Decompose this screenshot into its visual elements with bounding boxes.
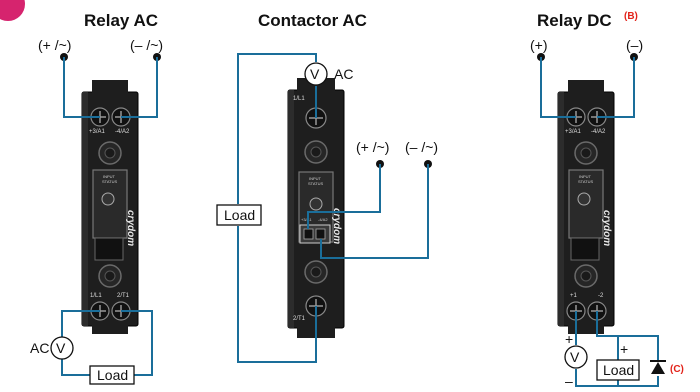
- relay-dc-load-box: [596, 359, 640, 381]
- relay-ac-wire-control-pos: [63, 57, 100, 118]
- relay-dc-terminal-2: -2: [598, 293, 604, 299]
- relay-ac-terminal-2t1: 2/T1: [117, 293, 130, 299]
- contactor-ac-status-line2: STATUS: [308, 181, 324, 186]
- contactor-ac-diagram: 1/L1 INPUT STATUS crydom +3/A1 -4/A2 2/T…: [216, 53, 438, 363]
- title-relay-ac: Relay AC: [84, 11, 158, 30]
- contactor-ac-load-box: [216, 204, 262, 226]
- relay-ac-wire-line: [61, 310, 100, 337]
- relay-ac-source-meter: [50, 336, 74, 360]
- relay-dc-wire-control-neg: [597, 57, 635, 118]
- relay-dc-diode-icon: [650, 360, 666, 374]
- relay-ac-status-line1: INPUT: [103, 174, 116, 179]
- relay-dc-diode-note: (C): [670, 364, 684, 375]
- relay-dc-terminal-1: +1: [570, 293, 578, 299]
- contactor-ac-wire-control-neg: [320, 164, 429, 259]
- relay-dc-terminal-a1: +3/A1: [565, 129, 582, 135]
- relay-dc-input-neg-label: (–): [626, 37, 643, 53]
- relay-ac-load-box: [89, 365, 135, 385]
- contactor-ac-terminal-1l1: 1/L1: [293, 96, 305, 102]
- relay-ac-brand: crydom: [125, 210, 136, 246]
- relay-dc-meter-plus: +: [565, 331, 573, 347]
- relay-ac-meter-symbol: V: [56, 340, 66, 356]
- contactor-ac-source-label: AC: [334, 66, 353, 82]
- contactor-ac-load-label: Load: [224, 207, 255, 223]
- relay-dc-load-label: Load: [603, 362, 634, 378]
- contactor-ac-terminal-2t1: 2/T1: [293, 316, 306, 322]
- relay-ac-wire-source: [61, 359, 90, 376]
- relay-ac-diagram: (+ /~) (– /~) +3/A1 -4/A2 INPUT STATUS c…: [30, 37, 163, 385]
- contactor-ac-source-meter: [304, 62, 328, 86]
- corner-badge: [0, 0, 25, 21]
- relay-ac-terminal-1l1: 1/L1: [90, 293, 102, 299]
- relay-ac-load-label: Load: [97, 367, 128, 383]
- relay-ac-wire-load: [121, 310, 153, 376]
- contactor-ac-terminal-a1: +3/A1: [301, 217, 312, 222]
- relay-dc-status-line1: INPUT: [579, 174, 592, 179]
- contactor-ac-input-neg-label: (– /~): [405, 139, 438, 155]
- relay-dc-source-meter: [564, 345, 588, 369]
- relay-dc-load-plus: +: [620, 341, 628, 357]
- relay-ac-source-label: AC: [30, 340, 49, 356]
- relay-ac-input-neg-label: (– /~): [130, 37, 163, 53]
- contactor-ac-meter-symbol: V: [310, 66, 320, 82]
- relay-dc-brand: crydom: [601, 210, 612, 246]
- contactor-ac-input-pos-label: (+ /~): [356, 139, 389, 155]
- relay-ac-wire-control-neg: [121, 57, 158, 118]
- relay-dc-status-line2: STATUS: [578, 179, 594, 184]
- contactor-ac-brand: crydom: [331, 208, 342, 244]
- relay-ac-input-pos-label: (+ /~): [38, 37, 71, 53]
- contactor-ac-wire-control-pos: [307, 164, 381, 229]
- relay-dc-input-pos-label: (+): [530, 37, 548, 53]
- relay-ac-terminal-a2: -4/A2: [115, 129, 130, 135]
- relay-dc-wire-control-pos: [540, 57, 576, 118]
- relay-dc-note: (B): [624, 11, 638, 22]
- contactor-ac-wire-line: [237, 53, 317, 204]
- title-contactor-ac: Contactor AC: [258, 11, 367, 30]
- contactor-ac-status-line1: INPUT: [309, 176, 322, 181]
- title-relay-dc: Relay DC: [537, 11, 612, 30]
- contactor-ac-wire-load: [237, 226, 317, 363]
- relay-dc-wire-diode: [596, 311, 659, 360]
- relay-dc-diagram: (+) (–) +3/A1 -4/A2 INPUT STATUS crydom …: [530, 37, 684, 389]
- relay-dc-terminal-a2: -4/A2: [591, 129, 606, 135]
- contactor-ac-terminal-a2: -4/A2: [318, 217, 328, 222]
- relay-ac-terminal-a1: +3/A1: [89, 129, 106, 135]
- relay-dc-meter-minus: –: [565, 373, 573, 389]
- relay-ac-status-line2: STATUS: [102, 179, 118, 184]
- relay-dc-meter-symbol: V: [570, 349, 580, 365]
